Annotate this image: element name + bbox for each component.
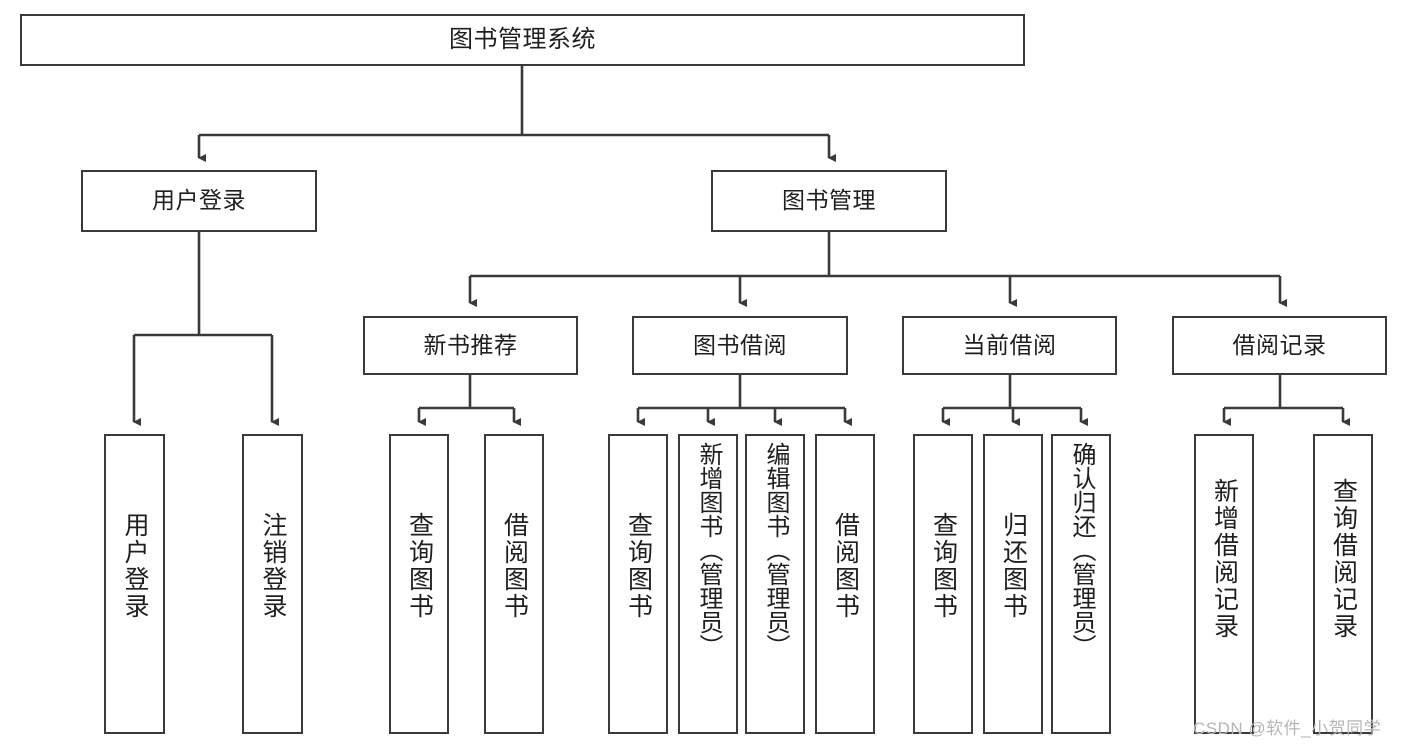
- node-user-login-label: 用户登录: [152, 187, 246, 214]
- leaf-query-borrow-record-label: 查询借阅记录: [1329, 478, 1358, 640]
- node-book-manage[interactable]: 图书管理: [711, 170, 947, 232]
- leaf-query-book-current[interactable]: 查询图书: [913, 434, 973, 734]
- leaf-add-book[interactable]: 新增图书（管理员）: [678, 434, 738, 734]
- node-new-book-recommend-label: 新书推荐: [423, 331, 518, 358]
- leaf-add-borrow-record-label: 新增借阅记录: [1210, 478, 1239, 640]
- leaf-add-borrow-record[interactable]: 新增借阅记录: [1194, 434, 1254, 734]
- leaf-borrow-book-label: 借阅图书: [831, 512, 860, 620]
- leaf-logout[interactable]: 注销登录: [242, 434, 303, 734]
- leaf-return-book[interactable]: 归还图书: [983, 434, 1043, 734]
- node-root-system[interactable]: 图书管理系统: [20, 14, 1025, 66]
- node-new-book-recommend[interactable]: 新书推荐: [363, 316, 578, 375]
- leaf-borrow-book-recommend-label: 借阅图书: [500, 512, 529, 620]
- node-borrow-record[interactable]: 借阅记录: [1172, 316, 1387, 375]
- node-book-borrow-label: 图书借阅: [693, 331, 787, 358]
- leaf-query-book-current-label: 查询图书: [929, 512, 958, 620]
- leaf-query-book-recommend[interactable]: 查询图书: [389, 434, 449, 734]
- leaf-user-login[interactable]: 用户登录: [104, 434, 165, 734]
- leaf-edit-book[interactable]: 编辑图书（管理员）: [745, 434, 805, 734]
- leaf-user-login-label: 用户登录: [121, 512, 149, 620]
- node-book-manage-label: 图书管理: [782, 187, 876, 214]
- leaf-confirm-return-label: 确认归还（管理员）: [1068, 442, 1095, 658]
- leaf-return-book-label: 归还图书: [999, 512, 1028, 620]
- leaf-query-book-recommend-label: 查询图书: [405, 512, 434, 620]
- node-current-borrow-label: 当前借阅: [962, 331, 1057, 358]
- leaf-add-book-label: 新增图书（管理员）: [695, 442, 722, 658]
- leaf-borrow-book-recommend[interactable]: 借阅图书: [484, 434, 544, 734]
- leaf-logout-label: 注销登录: [259, 512, 287, 620]
- watermark-text: CSDN @软件_小贺同学: [1193, 719, 1382, 738]
- node-root-system-label: 图书管理系统: [449, 25, 596, 53]
- leaf-query-borrow-record[interactable]: 查询借阅记录: [1313, 434, 1373, 734]
- leaf-edit-book-label: 编辑图书（管理员）: [762, 442, 789, 658]
- leaf-query-book-borrow[interactable]: 查询图书: [608, 434, 668, 734]
- leaf-borrow-book[interactable]: 借阅图书: [815, 434, 875, 734]
- node-borrow-record-label: 借阅记录: [1232, 331, 1327, 358]
- leaf-confirm-return[interactable]: 确认归还（管理员）: [1051, 434, 1111, 734]
- node-book-borrow[interactable]: 图书借阅: [632, 316, 848, 375]
- leaf-query-book-borrow-label: 查询图书: [624, 512, 653, 620]
- node-user-login[interactable]: 用户登录: [81, 170, 317, 232]
- node-current-borrow[interactable]: 当前借阅: [902, 316, 1117, 375]
